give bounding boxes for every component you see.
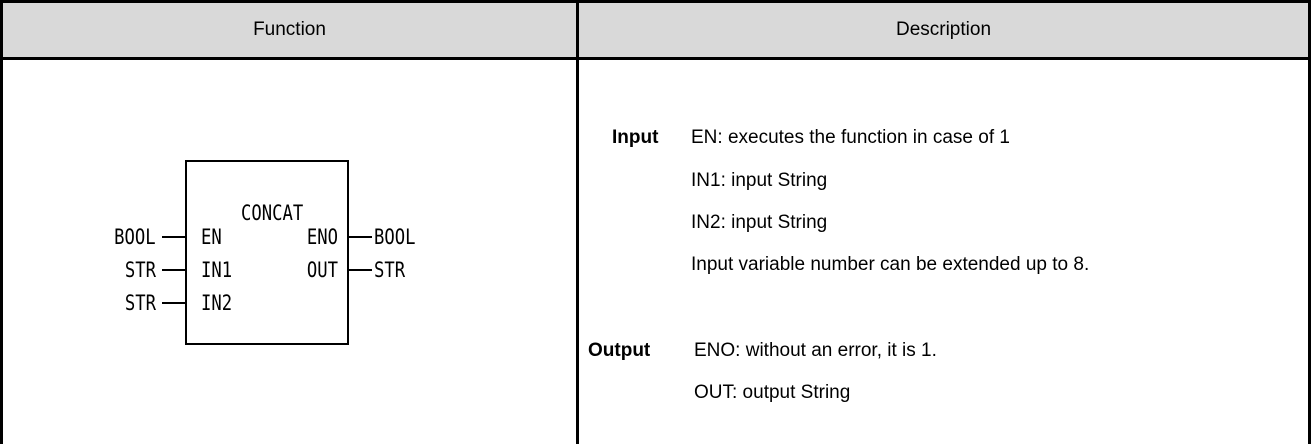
output-section-label: Output [588, 340, 651, 361]
header-description-label: Description [895, 19, 992, 40]
output-line-eno: ENO: without an error, it is 1. [694, 340, 937, 361]
table-border-header-bottom [0, 57, 1311, 60]
input-line-extension: Input variable number can be extended up… [691, 254, 1090, 275]
output-pin-eno: ENO [306, 225, 338, 249]
output-pin-out: OUT [306, 258, 338, 282]
table-border-top [0, 0, 1311, 3]
input-line-en: EN: executes the function in case of 1 [691, 127, 1010, 148]
function-block-box [185, 160, 349, 345]
input-line-in1: IN1: input String [691, 170, 828, 191]
input-pin-en: EN [201, 225, 222, 249]
function-block-diagram: CONCAT BOOL STR STR EN IN1 IN2 ENO OUT B… [3, 60, 576, 444]
header-description: Description [579, 3, 1308, 57]
input-type-in1: STR [124, 258, 156, 282]
input-type-en: BOOL [114, 225, 156, 249]
input-pin-in2: IN2 [201, 291, 233, 315]
input-pin-in1: IN1 [201, 258, 233, 282]
input-type-in2: STR [124, 291, 156, 315]
table-border-left [0, 0, 3, 444]
function-block-lines [162, 160, 372, 345]
output-type-out: STR [374, 258, 406, 282]
table-border-right [1308, 0, 1311, 444]
header-function-label: Function [253, 19, 326, 40]
table-border-middle [576, 0, 579, 444]
description-panel: Input EN: executes the function in case … [579, 60, 1308, 444]
input-line-in2: IN2: input String [691, 212, 828, 233]
function-block-name: CONCAT [241, 201, 304, 225]
input-section-label: Input [612, 127, 659, 148]
header-function: Function [3, 3, 576, 57]
output-type-eno: BOOL [374, 225, 416, 249]
output-line-out: OUT: output String [694, 382, 851, 403]
